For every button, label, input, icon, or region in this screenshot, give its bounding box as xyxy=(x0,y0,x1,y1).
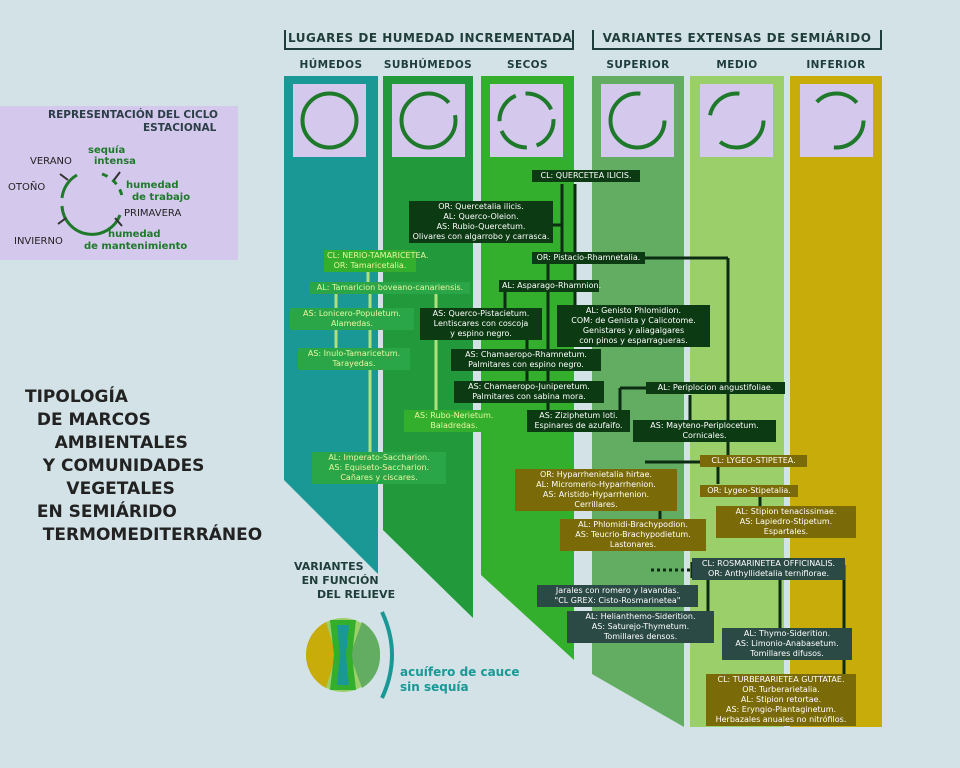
relieve-title: VARIANTES EN FUNCIÓN DEL RELIEVE xyxy=(294,560,396,601)
label-thymo: AL: Thymo-Siderition. AS: Limonio-Anabas… xyxy=(722,628,852,660)
label-lygeo-cl: CL: LYGEO-STIPETEA. xyxy=(700,455,807,467)
legend-title-line2: ESTACIONAL xyxy=(143,122,217,134)
group-tick xyxy=(592,30,594,50)
column-header-subhumedos: SUBHÚMEDOS xyxy=(383,59,473,71)
label-periplocion: AL: Periplocion angustifoliae. xyxy=(646,382,785,394)
legend-otono: OTOÑO xyxy=(8,182,46,193)
relieve-acuifero: acuífero de cauce sin sequía xyxy=(400,665,520,694)
legend-cycle-icon xyxy=(57,171,124,236)
legend-sequia-2: intensa xyxy=(94,156,136,167)
label-inulo: AS: Inulo-Tamaricetum. Tarayedas. xyxy=(298,348,410,370)
label-helianthemo: AL: Helianthemo-Siderition. AS: Saturejo… xyxy=(567,611,714,643)
cycle-icon-subhumedos xyxy=(392,84,465,157)
label-chamaeropo-juniperetum: AS: Chamaeropo-Juniperetum. Palmitares c… xyxy=(454,381,604,403)
legend-verano: VERANO xyxy=(30,156,72,167)
legend-panel xyxy=(0,106,238,260)
cycle-icon-humedos xyxy=(293,84,366,157)
label-hyparrhenietalia: OR: Hyparrhenietalia hirtae. AL: Microme… xyxy=(515,469,677,511)
label-nerio: CL: NERIO-TAMARICETEA. OR: Tamaricetalia… xyxy=(324,250,428,272)
group-rule-left xyxy=(284,48,574,50)
label-phlomidi: AL: Phlomidi-Brachypodion. AS: Teucrio-B… xyxy=(560,519,706,551)
legend-sequia-1: sequía xyxy=(88,145,126,156)
label-tamaricion: AL: Tamaricion boveano-canariensis. xyxy=(310,282,470,294)
legend-trabajo-1: humedad xyxy=(126,180,179,191)
label-asparago: AL: Asparago-Rhamnion. xyxy=(499,280,601,292)
label-ziziphetum: AS: Ziziphetum loti. Espinares de azufai… xyxy=(527,410,630,432)
label-quercetea: CL: QUERCETEA ILICIS. xyxy=(532,170,640,182)
main-title: TIPOLOGÍA DE MARCOS AMBIENTALES Y COMUNI… xyxy=(25,387,263,545)
label-quercetalia: OR: Quercetalia ilicis. AL: Querco-Oleio… xyxy=(409,201,553,243)
column-header-medio: MEDIO xyxy=(716,59,758,71)
cycle-icon-superior xyxy=(601,84,674,157)
cycle-icon-medio xyxy=(700,84,773,157)
group-tick xyxy=(572,30,574,50)
legend-mant-1: humedad xyxy=(108,229,161,240)
label-pistacio: OR: Pistacio-Rhamnetalia. xyxy=(532,252,645,264)
label-stipion: AL: Stipion tenacissimae. AS: Lapiedro-S… xyxy=(716,506,856,538)
label-mayteno: AS: Mayteno-Periplocetum. Cornicales. xyxy=(633,420,776,442)
label-lygeo-or: OR: Lygeo-Stipetalia. xyxy=(700,485,798,497)
legend-title-line1: REPRESENTACIÓN DEL CICLO xyxy=(48,109,218,121)
label-chamaeropo-rhamnetum: AS: Chamaeropo-Rhamnetum. Palmitares con… xyxy=(451,349,601,371)
column-subhumedos xyxy=(383,76,473,618)
group-tick xyxy=(284,30,286,50)
column-header-superior: SUPERIOR xyxy=(606,59,670,71)
column-header-humedos: HÚMEDOS xyxy=(299,59,363,71)
cycle-icon-secos xyxy=(490,84,563,157)
label-tuberarietea: CL: TURBERARIETEA GUTTATAE. OR: Turberar… xyxy=(706,674,856,726)
column-header-secos: SECOS xyxy=(507,59,548,71)
label-genisto: AL: Genisto Phlomidion. COM: de Genista … xyxy=(557,305,710,347)
label-querco-pistacietum: AS: Querco-Pistacietum. Lentiscares con … xyxy=(420,308,542,340)
legend-primavera: PRIMAVERA xyxy=(124,208,182,219)
legend-mant-2: de mantenimiento xyxy=(84,241,188,252)
relieve-diagram xyxy=(305,611,394,699)
cycle-icon-inferior xyxy=(800,84,873,157)
column-header-inferior: INFERIOR xyxy=(806,59,866,71)
legend-trabajo-2: de trabajo xyxy=(132,192,191,203)
label-lonicero: AS: Lonicero-Populetum. Alamedas. xyxy=(290,308,414,330)
group-rule-right xyxy=(592,48,882,50)
label-rubo: AS: Rubo-Nerietum. Baladredas. xyxy=(404,410,504,432)
label-rosmarinetea: CL: ROSMARINETEA OFFICINALIS. OR: Anthyl… xyxy=(692,558,845,580)
group-header-humedad: LUGARES DE HUMEDAD INCREMENTADA xyxy=(288,31,573,45)
label-imperato: AL: Imperato-Saccharion. AS: Equiseto-Sa… xyxy=(312,452,446,484)
group-tick xyxy=(880,30,882,50)
label-jarales: Jarales con romero y lavandas. "CL GREX:… xyxy=(537,585,698,607)
column-superior xyxy=(592,76,684,727)
legend-invierno: INVIERNO xyxy=(14,236,63,247)
group-header-semiarido: VARIANTES EXTENSAS DE SEMIÁRIDO xyxy=(596,31,878,45)
